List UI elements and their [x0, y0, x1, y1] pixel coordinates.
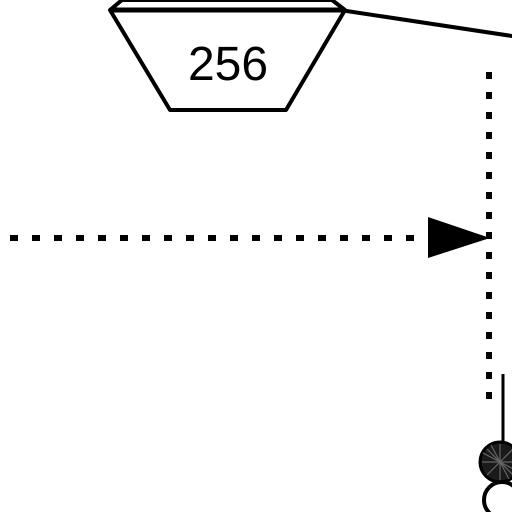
node-label: 256: [188, 38, 268, 91]
white-circle-icon: [482, 480, 512, 512]
arrowhead-icon: [428, 217, 490, 258]
dark-circle-icon: [478, 440, 512, 484]
trapezoid-node[interactable]: 256: [108, 0, 347, 112]
top-connector-line: [338, 8, 512, 38]
